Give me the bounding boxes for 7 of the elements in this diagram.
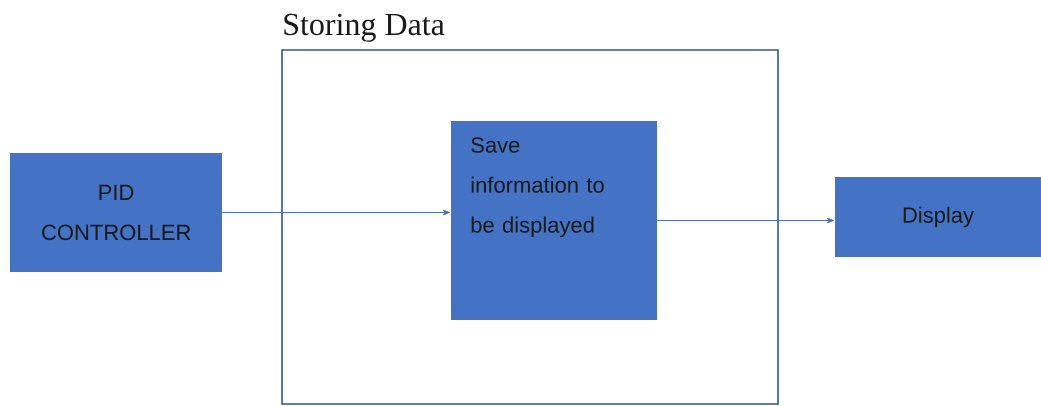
arrow [656, 217, 834, 224]
group-frame [281, 13, 779, 405]
frame-heading: Storing Data [284, 13, 445, 42]
process-box: PID CONTROLLER [10, 153, 222, 272]
arrow [221, 209, 450, 216]
process-box: Save information to be displayed [451, 121, 657, 320]
process-box: Display [835, 177, 1041, 257]
